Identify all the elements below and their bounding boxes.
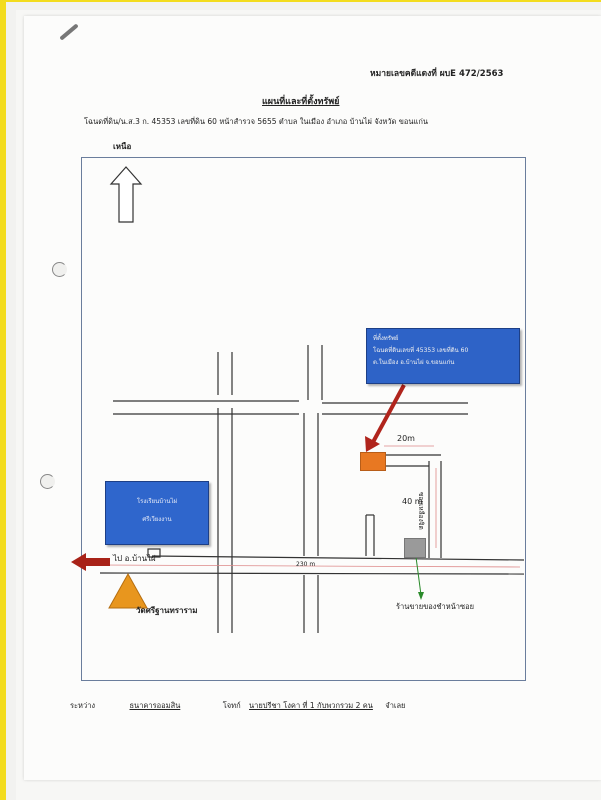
defendant-name: นายปรีชา โงคา ที่ 1 กับพวกรวม 2 คน xyxy=(249,701,373,710)
shop-label: ร้านขายของชำหน้าซอย xyxy=(396,602,474,611)
callout-deed: โฉนดที่ดินเลขที่ 45353 เลขที่ดิน 60 xyxy=(373,347,469,354)
callout-location: ต.ในเมือง อ.บ้านไผ่ จ.ขอนแก่น xyxy=(373,359,455,366)
property-pointer-arrow xyxy=(370,384,406,445)
plaintiff-label: โจทก์ xyxy=(222,701,241,710)
shop-pointer-arrowhead xyxy=(418,592,424,600)
temple-label: วัดศรีฐานทราราม xyxy=(136,606,198,615)
main-road-top xyxy=(151,555,525,561)
soi-road-label: ซอยเหลืองจิต xyxy=(417,492,425,530)
punch-hole-top xyxy=(52,262,67,277)
road-direction-arrow-icon xyxy=(71,553,110,571)
plaintiff-name: ธนาคารออมสิน xyxy=(129,701,181,710)
defendant-label: จำเลย xyxy=(385,701,406,710)
shop-pointer-arrow xyxy=(415,556,422,596)
property-callout: ที่ตั้งทรัพย์ โฉนดที่ดินเลขที่ 45353 เลข… xyxy=(366,328,520,384)
property-pointer-arrowhead xyxy=(365,436,380,452)
between-label: ระหว่าง xyxy=(70,701,96,710)
road-to-label: ไป อ.บ้านไผ่ xyxy=(113,554,156,563)
distance-20m-label: 20m xyxy=(397,434,415,443)
school-building: โรงเรียนบ้านไผ่ ศรีเวียงงาน xyxy=(105,481,209,545)
distance-40m-label: 40 m xyxy=(402,497,423,506)
document-page xyxy=(24,16,601,780)
doc-number: หมายเลขคดีแดงที่ ผบE 472/2563 xyxy=(370,69,504,79)
north-arrow-icon xyxy=(109,166,143,223)
page-title: แผนที่และที่ตั้งทรัพย์ xyxy=(262,97,340,107)
location-map xyxy=(81,157,526,681)
main-road-bottom xyxy=(99,572,525,575)
school-name-line2: ศรีเวียงงาน xyxy=(142,516,172,523)
temple-icon xyxy=(108,572,148,609)
dim-line-main xyxy=(99,564,521,568)
school-name-line1: โรงเรียนบ้านไผ่ xyxy=(136,498,178,505)
school-gate xyxy=(147,548,161,558)
callout-title: ที่ตั้งทรัพย์ xyxy=(373,335,399,342)
distance-main-label: 230 m xyxy=(296,561,316,568)
north-label: เหนือ xyxy=(113,142,132,151)
shop-marker xyxy=(404,538,426,558)
property-site-marker xyxy=(360,452,386,471)
land-info-line: โฉนดที่ดิน/น.ส.3 ก. 45353 เลขที่ดิน 60 ห… xyxy=(84,117,429,126)
punch-hole-bottom xyxy=(40,474,55,489)
footer-parties: ระหว่าง ธนาคารออมสิน โจทก์ นายปรีชา โงคา… xyxy=(70,700,405,712)
